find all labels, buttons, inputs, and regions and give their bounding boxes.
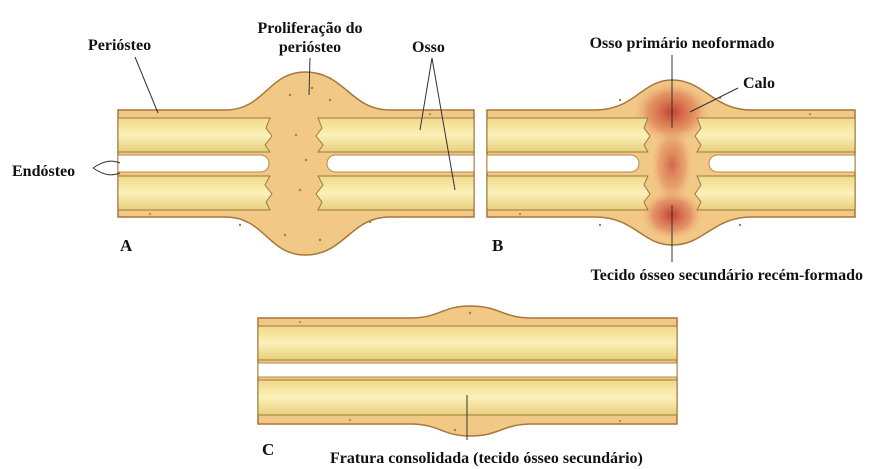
- label-proliferation-line2: periósteo: [279, 39, 341, 56]
- panel-letter-a: A: [120, 236, 133, 255]
- label-bone: Osso: [412, 39, 445, 56]
- panel-b: Osso primário neoformado Calo Tecido óss…: [487, 35, 863, 284]
- label-healed-fracture: Fratura consolidada (tecido ósseo secund…: [330, 450, 643, 467]
- label-callus: Calo: [743, 75, 775, 92]
- label-periosteum: Periósteo: [88, 37, 151, 54]
- panel-letter-c: C: [262, 440, 274, 459]
- healed-marrow: [258, 363, 677, 377]
- label-endosteum: Endósteo: [12, 163, 75, 180]
- label-primary-bone: Osso primário neoformado: [590, 35, 775, 52]
- label-secondary-bone: Tecido ósseo secundário recém-formado: [591, 267, 863, 284]
- panel-letter-b: B: [492, 236, 503, 255]
- healed-upper-bone: [258, 326, 677, 360]
- panel-a: Periósteo Proliferação do periósteo Osso…: [12, 20, 474, 255]
- marrow-cavity: [118, 155, 269, 172]
- label-proliferation-line1: Proliferação do: [257, 20, 362, 37]
- panel-c: Fratura consolidada (tecido ósseo secund…: [258, 306, 677, 467]
